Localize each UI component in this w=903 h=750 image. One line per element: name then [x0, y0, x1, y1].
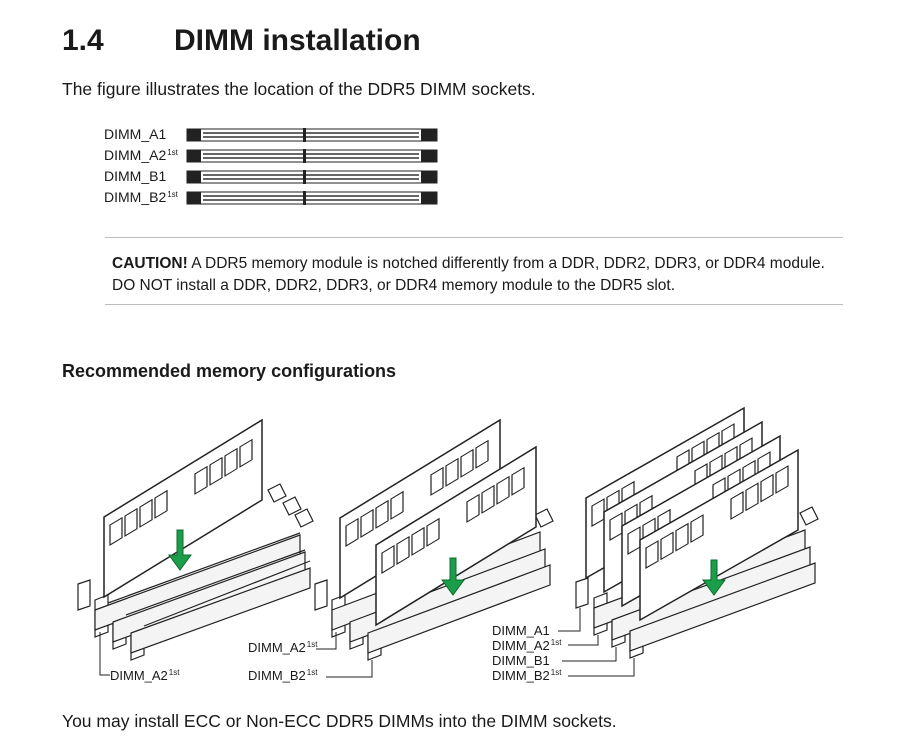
slot-label-sup: 1st: [167, 190, 178, 199]
config-label-text: DIMM_A2: [492, 638, 550, 653]
slot-label-sup: 1st: [167, 148, 178, 157]
insert-arrow-icon: [441, 557, 465, 596]
config-label-sup: 1st: [550, 668, 562, 677]
recommended-configs-heading: Recommended memory configurations: [62, 361, 397, 381]
slot-label-a1: DIMM_A1: [104, 126, 167, 142]
slot-label-text: DIMM_B2: [104, 189, 167, 205]
dimm-slot-a1: [186, 128, 438, 142]
config-label-text: DIMM_A2: [248, 640, 306, 655]
footer-text: You may install ECC or Non-ECC DDR5 DIMM…: [62, 711, 617, 731]
config2-label-a2: DIMM_A21st: [248, 640, 317, 655]
section-number: 1.4: [62, 24, 104, 57]
config-label-sup: 1st: [550, 638, 562, 647]
slot-label-text: DIMM_A1: [104, 126, 167, 142]
insert-arrow-icon: [168, 529, 192, 571]
slot-label-text: DIMM_A2: [104, 147, 167, 163]
config-label-sup: 1st: [306, 640, 318, 649]
config-label-text: DIMM_B1: [492, 653, 550, 668]
intro-text: The figure illustrates the location of t…: [62, 79, 536, 99]
config3-label-b1: DIMM_B1: [492, 653, 551, 668]
config1-label-a2: DIMM_A21st: [110, 668, 179, 683]
dimm-slot-b2: [186, 191, 438, 205]
config-diagram-1: [77, 418, 314, 676]
caution-box: CAUTION! A DDR5 memory module is notched…: [105, 237, 843, 305]
caution-lead: CAUTION!: [112, 255, 188, 272]
section-title: DIMM installation: [174, 24, 421, 57]
config-label-text: DIMM_B2: [248, 668, 306, 683]
config3-label-a2: DIMM_A21st: [492, 638, 561, 653]
caution-body: A DDR5 memory module is notched differen…: [112, 255, 825, 294]
section-heading: 1.4 DIMM installation: [62, 24, 421, 58]
config-label-text: DIMM_A1: [492, 623, 550, 638]
slot-label-a2: DIMM_A21st: [104, 147, 178, 163]
dimm-slot-a2: [186, 149, 438, 163]
dimm-slot-location-figure: [186, 128, 438, 205]
config3-label-a1: DIMM_A1: [492, 623, 551, 638]
config-label-sup: 1st: [306, 668, 318, 677]
config-diagram-3: [558, 406, 819, 677]
slot-label-text: DIMM_B1: [104, 168, 167, 184]
insert-arrow-icon: [702, 559, 726, 596]
dimm-slot-b1: [186, 170, 438, 184]
memory-config-diagrams: [77, 406, 819, 678]
slot-label-b1: DIMM_B1: [104, 168, 167, 184]
slot-label-b2: DIMM_B21st: [104, 189, 178, 205]
config-label-sup: 1st: [168, 668, 180, 677]
config-diagram-2: [314, 418, 554, 678]
config-label-text: DIMM_B2: [492, 668, 550, 683]
config2-label-b2: DIMM_B21st: [248, 668, 317, 683]
caution-text: CAUTION! A DDR5 memory module is notched…: [112, 253, 827, 297]
config3-label-b2: DIMM_B21st: [492, 668, 561, 683]
config-label-text: DIMM_A2: [110, 668, 168, 683]
